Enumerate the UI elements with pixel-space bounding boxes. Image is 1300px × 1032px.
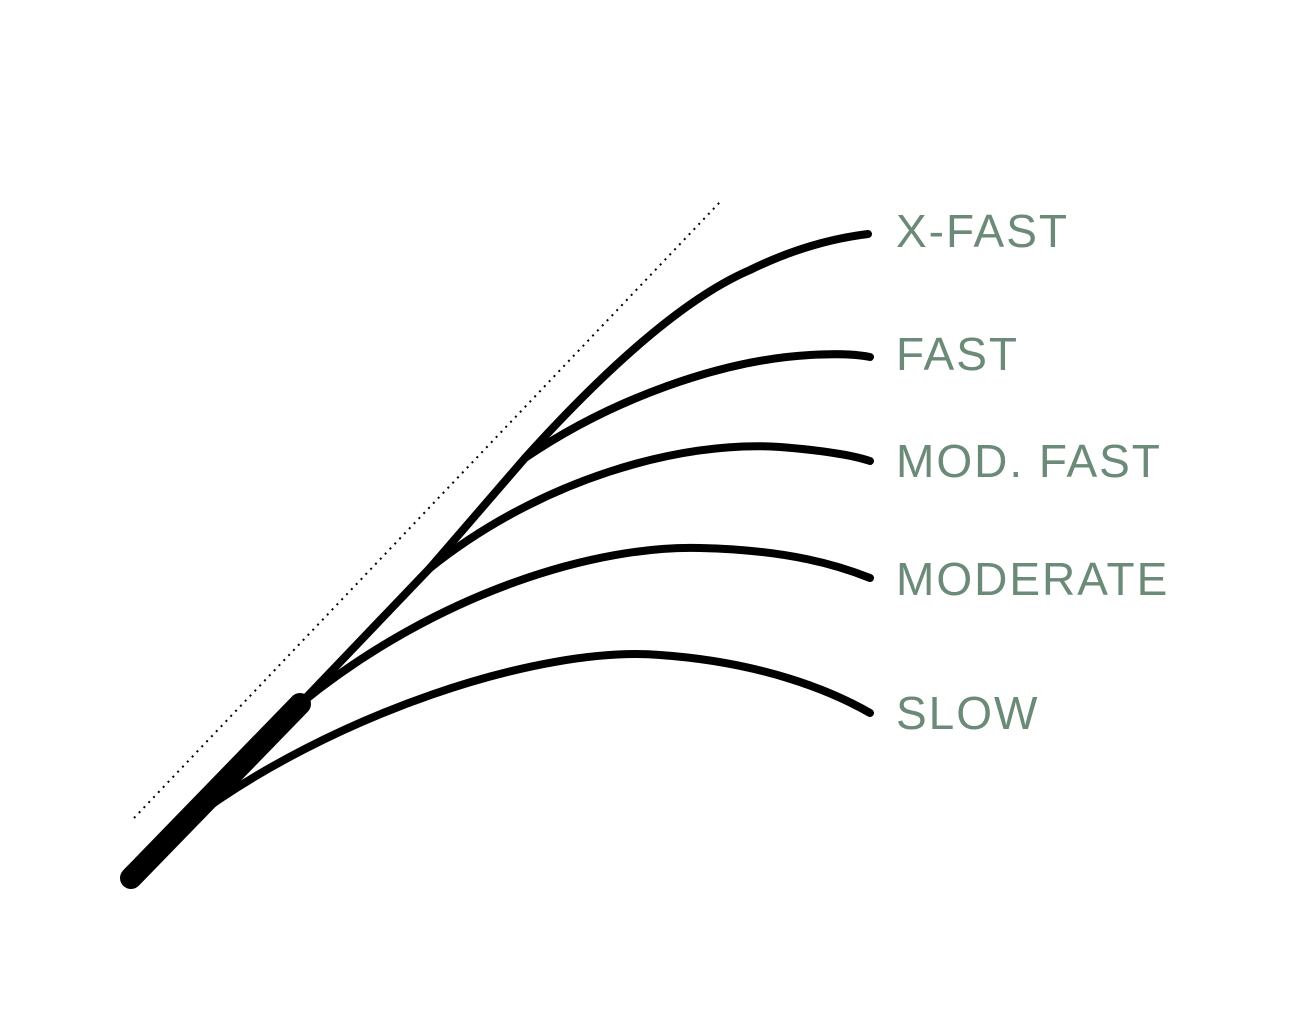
curve-moderate (296, 543, 874, 708)
label-fast: FAST (896, 328, 1019, 380)
rod-butt-section (120, 693, 311, 889)
curve-fast (426, 350, 874, 572)
curve-x-fast (521, 230, 872, 462)
curve-mod-fast (296, 442, 874, 708)
label-slow: SLOW (896, 687, 1039, 739)
label-x-fast: X-FAST (896, 205, 1069, 257)
curve-slow (186, 650, 874, 824)
label-mod-fast: MOD. FAST (896, 435, 1162, 487)
label-moderate: MODERATE (896, 553, 1169, 605)
reference-dotted-line (133, 201, 721, 819)
